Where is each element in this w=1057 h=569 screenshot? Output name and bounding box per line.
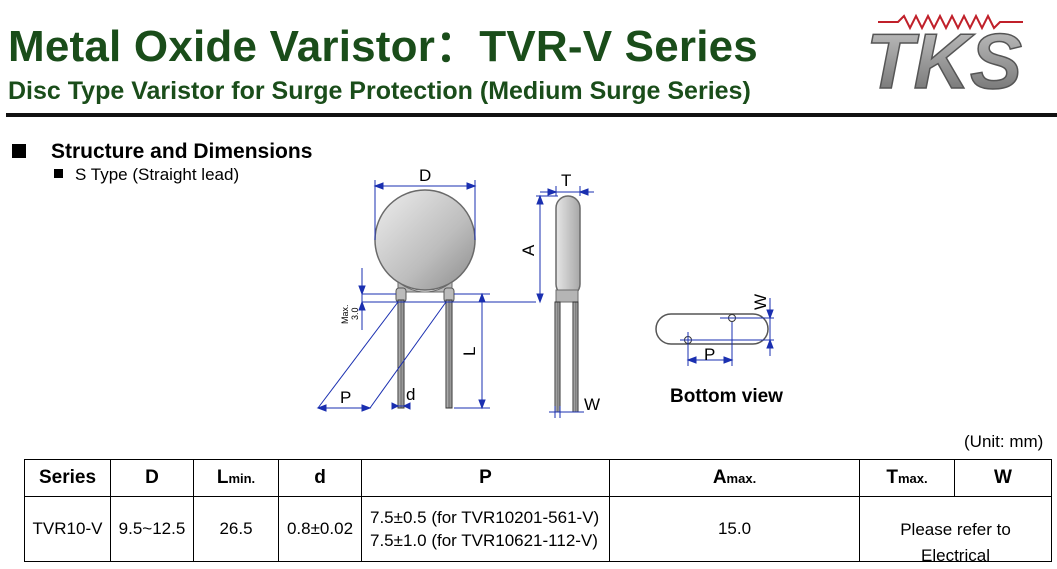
header-T: Tmax. bbox=[859, 459, 955, 497]
unit-note: (Unit: mm) bbox=[964, 432, 1044, 451]
cell-P: 7.5±0.5 (for TVR10201-561-V) 7.5±1.0 (fo… bbox=[361, 496, 610, 562]
cell-D: 9.5~12.5 bbox=[110, 496, 194, 562]
table-row: TVR10-V 9.5~12.5 26.5 0.8±0.02 7.5±0.5 (… bbox=[24, 496, 1052, 565]
cell-W-note: Please refer to Electrical bbox=[859, 496, 1052, 565]
dim-label-D: D bbox=[419, 166, 431, 185]
dimension-drawing: D T A L P d W Max. 3.0 P W Bottom view bbox=[316, 166, 783, 418]
dim-label-T: T bbox=[561, 171, 571, 190]
table-header-row: Series D Lmin. d P Amax. Tmax. W bbox=[24, 459, 1052, 497]
page-subtitle: Disc Type Varistor for Surge Protection … bbox=[8, 77, 751, 105]
tks-logo: TKS bbox=[865, 13, 1023, 106]
header-d: d bbox=[278, 459, 362, 497]
bottom-label-P: P bbox=[704, 345, 715, 364]
type-label: S Type (Straight lead) bbox=[75, 165, 240, 184]
header-A: Amax. bbox=[609, 459, 860, 497]
type-bullet bbox=[54, 169, 63, 178]
cell-d: 0.8±0.02 bbox=[278, 496, 362, 562]
dim-label-d: d bbox=[406, 385, 415, 404]
page-title: Metal Oxide Varistor：TVR-V Series bbox=[8, 22, 758, 71]
dim-label-W: W bbox=[584, 395, 600, 414]
header-rule bbox=[6, 113, 1057, 117]
dim-label-P: P bbox=[340, 388, 351, 407]
section-bullet bbox=[12, 144, 26, 158]
header-W: W bbox=[954, 459, 1052, 497]
svg-text:TKS: TKS bbox=[866, 17, 1022, 105]
cell-A: 15.0 bbox=[609, 496, 860, 562]
bottom-view: P W Bottom view bbox=[655, 294, 783, 407]
dim-label-max: Max. bbox=[340, 304, 350, 324]
dimension-lines bbox=[316, 180, 594, 418]
header-P: P bbox=[361, 459, 610, 497]
bottom-label-W: W bbox=[751, 294, 770, 310]
dim-label-max-value: 3.0 bbox=[350, 307, 360, 320]
side-view bbox=[554, 195, 581, 413]
dim-label-A: A bbox=[519, 244, 538, 256]
header-series: Series bbox=[24, 459, 111, 497]
cell-L: 26.5 bbox=[193, 496, 279, 562]
header-D: D bbox=[110, 459, 194, 497]
front-view bbox=[374, 189, 476, 409]
dim-label-L: L bbox=[460, 347, 479, 356]
header-L: Lmin. bbox=[193, 459, 279, 497]
bottom-view-title: Bottom view bbox=[670, 386, 783, 407]
cell-series: TVR10-V bbox=[24, 496, 111, 562]
spec-table: Series D Lmin. d P Amax. Tmax. W TVR10-V… bbox=[24, 459, 1052, 565]
section-heading: Structure and Dimensions bbox=[51, 140, 313, 163]
